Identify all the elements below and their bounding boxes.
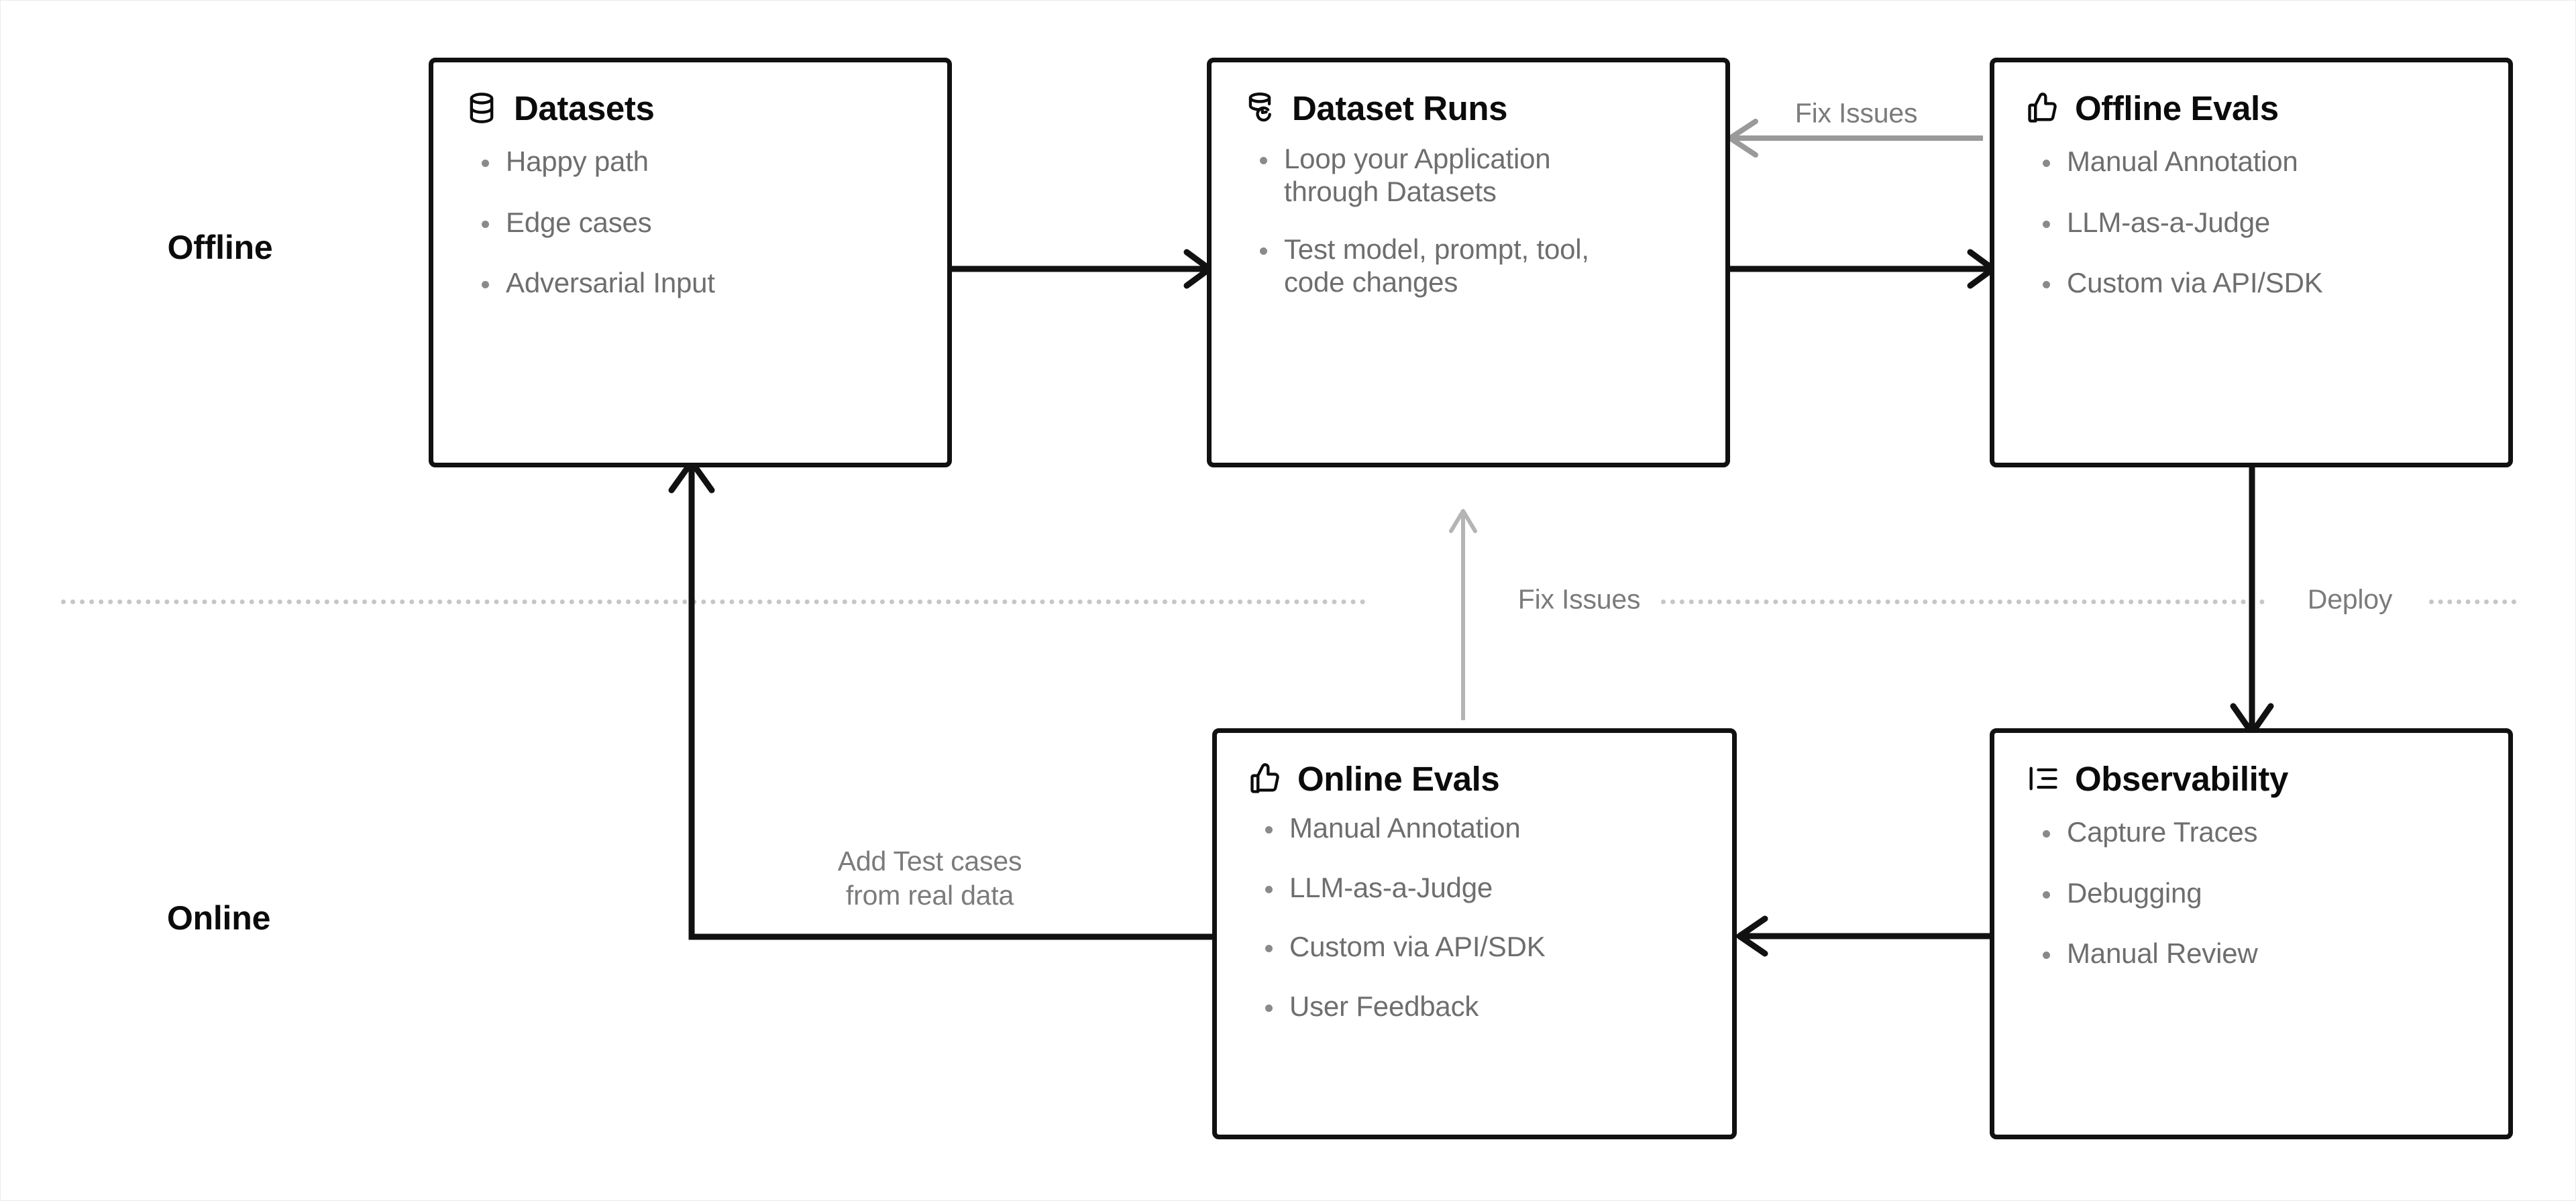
list-item: Capture Traces: [2043, 816, 2481, 849]
list-item: Manual Annotation: [1265, 812, 1705, 845]
phase-label-online: Online: [166, 899, 271, 937]
list-item: Edge cases: [482, 207, 920, 239]
list-item: Manual Annotation: [2043, 146, 2481, 178]
node-datasets-title: Datasets: [514, 89, 655, 127]
list-item: Custom via API/SDK: [2043, 267, 2481, 300]
edge-online-evals-to-dataset-runs: [1443, 507, 1483, 722]
node-offline-evals-bullets: Manual Annotation LLM-as-a-Judge Custom …: [1994, 125, 2508, 300]
node-datasets-header: Datasets: [433, 62, 947, 125]
list-item: Happy path: [482, 146, 920, 178]
node-online-evals-header: Online Evals: [1217, 733, 1732, 796]
edge-offline-evals-to-observability: [2228, 463, 2276, 738]
edge-label-fix-issues-top: Fix Issues: [1785, 96, 1927, 131]
list-item: LLM-as-a-Judge: [2043, 207, 2481, 239]
edge-datasets-to-dataset-runs: [947, 249, 1215, 289]
node-online-evals[interactable]: Online Evals Manual Annotation LLM-as-a-…: [1212, 728, 1737, 1139]
node-offline-evals-header: Offline Evals: [1994, 62, 2508, 125]
node-datasets[interactable]: Datasets Happy path Edge cases Adversari…: [429, 58, 952, 467]
node-offline-evals[interactable]: Offline Evals Manual Annotation LLM-as-a…: [1990, 58, 2513, 467]
list-item: User Feedback: [1265, 990, 1705, 1023]
thumbs-up-icon: [1248, 761, 1283, 796]
edge-offline-evals-to-dataset-runs: [1725, 115, 1993, 162]
thumbs-up-icon: [2025, 91, 2060, 125]
list-item: Test model, prompt, tool, code changes: [1260, 233, 1699, 298]
list-item: Loop your Application through Datasets: [1260, 143, 1699, 208]
node-observability-header: Observability: [1994, 733, 2508, 796]
offline-online-divider-right: [2429, 599, 2516, 604]
database-refresh-icon: [1242, 91, 1277, 125]
node-dataset-runs-title: Dataset Runs: [1292, 89, 1508, 127]
node-dataset-runs[interactable]: Dataset Runs Loop your Application throu…: [1207, 58, 1730, 467]
list-item: Custom via API/SDK: [1265, 931, 1705, 964]
edge-label-add-test-cases: Add Test cases from real data: [828, 844, 1032, 913]
node-observability-title: Observability: [2075, 759, 2288, 798]
node-observability[interactable]: Observability Capture Traces Debugging M…: [1990, 728, 2513, 1139]
list-item: Manual Review: [2043, 937, 2481, 970]
node-dataset-runs-bullets: Loop your Application through Datasets T…: [1212, 125, 1725, 299]
node-offline-evals-title: Offline Evals: [2075, 89, 2279, 127]
node-online-evals-title: Online Evals: [1297, 759, 1500, 798]
edge-dataset-runs-to-offline-evals: [1730, 249, 1998, 289]
list-item: LLM-as-a-Judge: [1265, 872, 1705, 905]
list-tree-icon: [2025, 761, 2060, 796]
offline-online-divider: [61, 599, 1366, 604]
divider-label-deploy: Deploy: [2298, 582, 2402, 617]
node-observability-bullets: Capture Traces Debugging Manual Review: [1994, 796, 2508, 970]
database-icon: [464, 91, 499, 125]
divider-label-fix-issues: Fix Issues: [1508, 582, 1650, 617]
offline-online-divider-mid: [1661, 599, 2265, 604]
list-item: Debugging: [2043, 877, 2481, 910]
phase-label-offline: Offline: [167, 229, 273, 266]
node-datasets-bullets: Happy path Edge cases Adversarial Input: [433, 125, 947, 300]
list-item: Adversarial Input: [482, 267, 920, 300]
node-dataset-runs-header: Dataset Runs: [1212, 62, 1725, 125]
edge-observability-to-online-evals: [1736, 915, 2005, 957]
node-online-evals-bullets: Manual Annotation LLM-as-a-Judge Custom …: [1217, 796, 1732, 1023]
